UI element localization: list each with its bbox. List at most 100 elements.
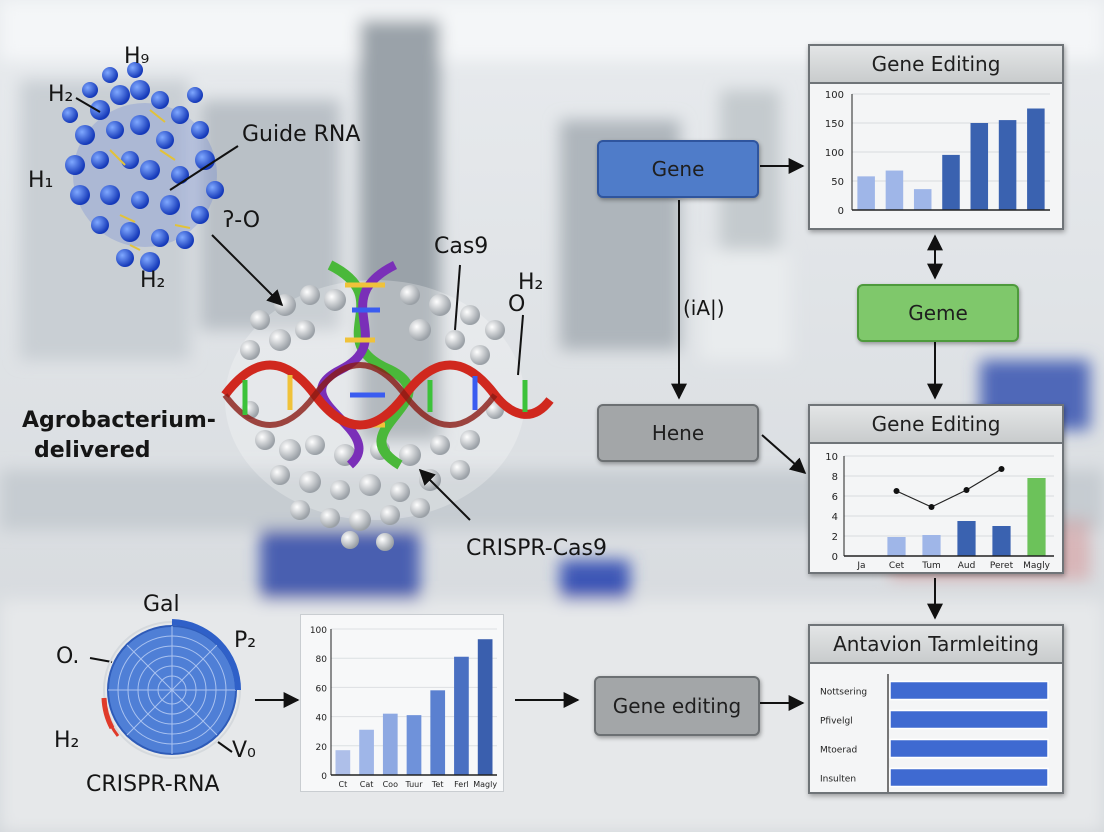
chart2-bar [957,521,976,556]
chart2-bar [992,526,1011,556]
chart3-xtick: Ct [338,780,347,789]
chart3-ytick: 100 [310,626,327,636]
label-crispr-cas9: CRISPR-Cas9 [466,536,608,561]
chart3-xtick: Cat [360,780,374,789]
chart1-ytick: 50 [831,177,844,188]
chart3-xtick: Ferl [454,780,469,789]
chart3-xtick: Tet [431,780,444,789]
chart1-bar [942,154,960,210]
chart3-ytick: 20 [316,743,328,753]
label-ho: ʔ-O [223,208,261,233]
chart-panel-gene-editing-1: Gene Editing 0 50 100 150 100 [808,44,1064,230]
chart1-bar [913,189,932,210]
chart2-bar [922,535,941,556]
label-cas9: Cas9 [434,234,489,259]
crispr-rna-dial [101,619,241,759]
flow-box-gene-editing-label: Gene editing [612,694,742,718]
chart2-ytick: 4 [832,512,838,523]
chart2-ytick: 6 [832,492,838,503]
chart1-ytick: 0 [838,206,844,217]
rna-strand [221,360,554,430]
chart4-category-label: Mtoerad [820,746,857,756]
chart2-line-point [928,504,935,510]
chart4-category-label: Nottsering [820,688,867,698]
label-o-left: O. [56,644,80,669]
chart2-line-point [963,487,970,493]
label-guide-rna: Guide RNA [242,122,361,147]
chart2-xtick: Cet [889,561,905,571]
chart3-xtick: Magly [473,780,497,789]
chart4-category-label: Insulten [820,775,856,785]
chart1-title: Gene Editing [810,46,1062,84]
chart3-xtick: Tuur [404,780,423,789]
label-p2: P₂ [234,628,257,653]
chart3-ytick: 0 [321,772,327,782]
flow-box-hene-label: Hene [651,421,705,445]
chart2-line-point [998,466,1005,472]
label-agrobacterium: Agrobacterium- [22,408,216,433]
chart1-plot: 0 50 100 150 100 [825,90,1050,217]
chart2-bar [887,537,906,556]
arrow-hene-to-chart2 [761,434,807,475]
chart4-bar [889,709,1049,730]
flow-box-gene-label: Gene [651,157,705,181]
chart4-bar [889,767,1049,788]
chart4-category-label: Pfivelgl [820,717,853,727]
chart1-bar [1027,108,1045,210]
chart2-line [896,468,1002,508]
label-gal: Gal [143,592,180,617]
label-h1: H₁ [28,168,54,193]
chart3-bar [430,690,446,775]
chart3-bar [335,750,351,775]
chart1-bar [885,170,904,210]
chart1-ytick: 100 [825,90,844,101]
label-h9: H₉ [124,44,150,69]
chart1-bar [998,120,1017,210]
flow-box-gene-editing[interactable]: Gene editing [594,676,760,736]
chart2-line-point [893,488,900,494]
label-h2-right: H₂ [518,270,544,295]
chart4-bar [889,738,1049,759]
chart1-ytick: 100 [825,148,844,159]
chart2-xtick: Aud [958,561,976,571]
chart2-xtick: Tum [921,561,941,571]
label-crispr-rna: CRISPR-RNA [86,772,220,797]
chart3-bar [477,639,493,775]
flow-box-hene[interactable]: Hene [597,404,759,462]
chart2-xtick: Magly [1023,561,1050,571]
chart2-bar [1027,478,1046,556]
chart2-ytick: 8 [832,472,838,483]
chart2-xtick: Peret [990,561,1014,571]
chart1-bar [970,123,989,210]
chart4-title: Antavion Tarmleiting [810,626,1062,664]
chart2-title: Gene Editing [810,406,1062,444]
chart3-xtick: Coo [383,780,398,789]
chart3-bar [382,713,398,775]
chart2-ytick: 10 [825,452,838,463]
chart3-ytick: 60 [316,684,328,694]
chart4-bar [889,680,1049,701]
chart2-ytick: 2 [832,532,838,543]
label-h2-top: H₂ [48,82,74,107]
label-v0: V₀ [232,738,256,763]
flow-box-gene[interactable]: Gene [597,140,759,198]
flow-box-geme-label: Geme [908,301,968,325]
chart3-bar [454,656,469,775]
label-h2-mid: H₂ [140,268,166,293]
chart3-bar [359,729,374,775]
label-delivered: delivered [34,438,151,463]
chart2-xtick: Ja [856,561,865,571]
chart1-ytick: 150 [825,119,844,130]
label-o-right: O [508,292,526,317]
flow-box-geme[interactable]: Geme [857,284,1019,342]
chart3-bar [406,715,422,775]
chart3-ytick: 40 [316,714,328,724]
